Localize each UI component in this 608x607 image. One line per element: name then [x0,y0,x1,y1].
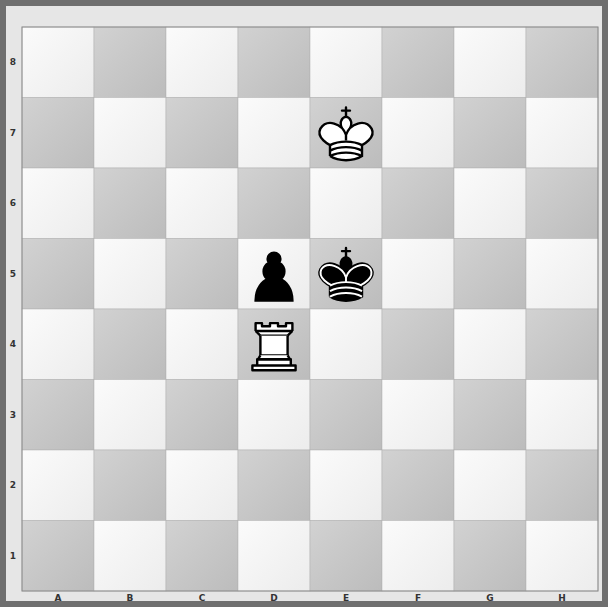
board-square [22,239,94,310]
file-letter: A [55,593,62,603]
board-square [22,309,94,380]
board-square [166,521,238,592]
board-square [382,450,454,521]
board-square [94,450,166,521]
board-square [454,380,526,451]
board-square [166,380,238,451]
board-square [454,168,526,239]
board-square [382,98,454,169]
board-square [310,98,382,169]
file-letter: H [558,593,566,603]
board-square [166,309,238,380]
board-square [238,380,310,451]
rank-number: 4 [10,339,16,349]
board-square [22,168,94,239]
board-square [238,27,310,98]
board-square [22,450,94,521]
board-square [454,450,526,521]
board-square [310,380,382,451]
file-letter: G [486,593,493,603]
board-square [166,239,238,310]
board-square [166,168,238,239]
board-square [526,309,598,380]
file-letter: B [127,593,134,603]
board-square [526,380,598,451]
rank-number: 7 [10,128,16,138]
board-square [310,168,382,239]
board-square [382,27,454,98]
board-square [310,450,382,521]
board-square [94,380,166,451]
rank-number: 8 [10,57,16,67]
file-letter: D [270,593,277,603]
board-square [454,98,526,169]
board-square [382,521,454,592]
board-square [94,521,166,592]
board-square [526,239,598,310]
rank-number: 3 [10,410,16,420]
board-square [310,239,382,310]
board-square [166,98,238,169]
board-square [94,239,166,310]
board-square [454,239,526,310]
board-square [526,27,598,98]
board-square [22,380,94,451]
file-letter: E [343,593,349,603]
board-square [94,98,166,169]
rank-number: 5 [10,269,16,279]
rank-number: 6 [10,198,16,208]
board-square [526,450,598,521]
board-square [238,309,310,380]
board-square [526,98,598,169]
board-square [382,239,454,310]
board-square [22,521,94,592]
file-letter: C [199,593,206,603]
board-square [454,27,526,98]
board-square [94,27,166,98]
board-square [94,168,166,239]
board-square [238,521,310,592]
rank-number: 1 [10,551,16,561]
board-square [310,309,382,380]
board-square [238,239,310,310]
board-square [238,98,310,169]
board-square [22,27,94,98]
board-square [238,450,310,521]
board-square [166,450,238,521]
board-square [22,98,94,169]
board-square [310,27,382,98]
board-square [526,521,598,592]
file-letter: F [415,593,421,603]
board-square [310,521,382,592]
board-square [454,521,526,592]
board-square [382,309,454,380]
board-square [382,168,454,239]
board-square [526,168,598,239]
board-square [238,168,310,239]
board-square [454,309,526,380]
board-square [382,380,454,451]
board-square [94,309,166,380]
board-square [166,27,238,98]
rank-number: 2 [10,480,16,490]
